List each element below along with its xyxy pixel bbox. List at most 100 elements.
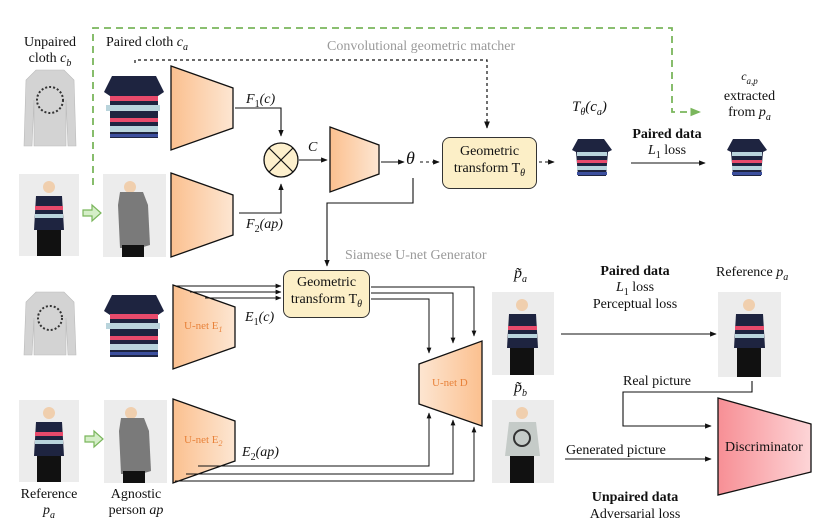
unet-encoder-e1 — [172, 284, 236, 370]
l1-loss-mid-label: L1 loss — [580, 280, 690, 301]
paired-cloth-sub: a — [182, 41, 188, 53]
generated-person-pa — [492, 292, 554, 375]
extracted-cloth-image — [727, 139, 767, 176]
t-arg-sub: a — [596, 107, 602, 118]
paired-cloth-image — [104, 76, 164, 138]
conv-matcher-label: Convolutional geometric matcher — [327, 39, 516, 54]
unet-e1-text: U-net E — [184, 320, 219, 332]
theta-to-lower-transform — [324, 178, 414, 267]
real-picture-label: Real picture — [623, 374, 692, 389]
f2-arg: (ap) — [259, 217, 283, 232]
f1-label: F1(c) — [246, 92, 275, 113]
unpaired-cloth-sub: b — [66, 57, 72, 69]
t-theta-ca-label: Tθ(ca) — [572, 99, 607, 121]
encoder-f1 — [170, 65, 234, 151]
person-photo-reference-top — [19, 174, 79, 256]
transform-to-decoder-2 — [371, 292, 456, 344]
e2ap-symbol: E — [242, 445, 251, 460]
reference-bottom-text: Reference — [20, 487, 78, 502]
paired-cloth-symbol: c — [176, 35, 183, 50]
cap-symbol: c — [741, 69, 747, 83]
pb-tilde-sub: b — [522, 388, 527, 400]
e2ap-arg: (ap) — [255, 445, 279, 460]
adversarial-loss-label: Adversarial loss — [589, 507, 681, 522]
discriminator-label: Discriminator — [725, 440, 803, 455]
reference-bottom-symbol: p — [43, 503, 50, 518]
unpaired-cloth-text-2: cloth — [28, 51, 57, 66]
e2-to-decoder-1 — [198, 412, 432, 467]
agnostic-person-label: Agnostic person ap — [96, 487, 176, 519]
t-arg: (c — [585, 99, 597, 115]
pa-tilde-symbol: p̃ — [514, 265, 522, 282]
agnostic-symbol: ap — [149, 503, 164, 518]
geo-transform-line1: Geometric — [459, 144, 520, 159]
reference-person-pa — [718, 292, 781, 377]
e1c-sub: 1 — [253, 316, 259, 328]
dotted-connector-cloth-to-transform — [134, 59, 490, 129]
unet-d-label: U-net D — [432, 377, 468, 389]
f1-sub: 1 — [254, 98, 260, 110]
unet-e1-sub: 1 — [218, 325, 223, 335]
unpaired-data-label: Unpaired data — [591, 490, 679, 505]
unet-e2-sub: 2 — [218, 439, 223, 449]
paired-data-top-label: Paired data — [632, 127, 702, 142]
agnostic-person-text: person — [108, 503, 146, 518]
agnostic-text: Agnostic — [110, 487, 162, 502]
geometric-transform-box-bottom: Geometric transform Tθ — [283, 270, 370, 318]
green-dashed-connector — [92, 27, 702, 185]
f2-sub: 2 — [254, 223, 260, 235]
agnostic-person-photo-bottom — [104, 400, 167, 483]
siamese-label: Siamese U-net Generator — [345, 248, 487, 263]
l1-word: loss — [664, 143, 687, 158]
paired-cloth-image-2 — [104, 295, 164, 357]
t-close: ) — [601, 99, 607, 115]
c-label: C — [308, 140, 318, 155]
pb-tilde-label: p̃b — [514, 380, 527, 402]
geo-transform-sub: θ — [520, 167, 526, 179]
unpaired-cloth-image — [20, 66, 80, 152]
l1-mid-symbol: L — [615, 280, 624, 295]
paired-cloth-label: Paired cloth ca — [106, 35, 188, 56]
reference-top-symbol: p — [776, 265, 784, 280]
l1-mid-word: loss — [632, 280, 655, 295]
geo-transform-line1: Geometric — [296, 275, 357, 290]
transform-to-decoder-3 — [371, 298, 432, 354]
green-arrow-icon — [82, 203, 102, 223]
real-picture-arrow — [622, 381, 753, 429]
from-text: from — [728, 104, 756, 120]
f2-label: F2(ap) — [246, 217, 283, 238]
t-sub: θ — [580, 107, 586, 118]
extracted-text: extracted — [723, 88, 776, 104]
regression-network — [329, 126, 380, 193]
e1c-symbol: E — [245, 310, 254, 325]
cap-sub: a,p — [746, 75, 758, 86]
reference-pa-top-label: Reference pa — [716, 265, 788, 286]
l1-loss-top-label: L1 loss — [622, 143, 712, 164]
pb-tilde-symbol: p̃ — [514, 379, 522, 396]
unpaired-cloth-image-2 — [23, 291, 77, 356]
theta-label: θ — [406, 148, 415, 168]
perceptual-loss-label: Perceptual loss — [592, 297, 678, 312]
f1-symbol: F — [246, 92, 255, 107]
f1-arg: (c) — [259, 92, 276, 107]
unpaired-cloth-symbol: c — [60, 51, 67, 66]
generated-picture-label: Generated picture — [566, 443, 666, 458]
warped-cloth-image — [572, 139, 612, 176]
t-symbol: T — [572, 99, 581, 115]
multiply-icon — [263, 142, 299, 178]
reference-top-sub: a — [783, 271, 789, 283]
unet-e2-text: U-net E — [184, 434, 219, 446]
geo-transform-line2: transform T — [290, 292, 358, 307]
discriminator-network — [717, 397, 812, 496]
unet-encoder-e2 — [172, 398, 236, 484]
green-arrow-icon — [84, 429, 104, 449]
e2ap-label: E2(ap) — [242, 445, 279, 466]
from-symbol: p — [758, 104, 766, 120]
from-sub: a — [765, 111, 771, 123]
f2-symbol: F — [246, 217, 255, 232]
f1-arrow — [235, 107, 284, 137]
reference-top-text: Reference — [716, 265, 773, 280]
unet-e1-label: U-net E1 — [184, 320, 223, 334]
e1c-label: E1(c) — [245, 310, 274, 331]
